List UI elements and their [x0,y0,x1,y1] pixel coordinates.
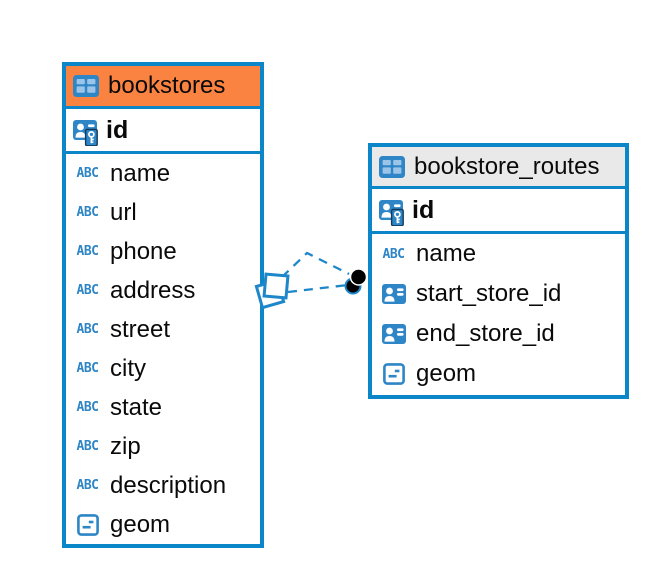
bookstores-column-url[interactable]: ABC url [66,193,260,232]
person-key-icon [73,119,98,146]
bookstores-column-zip[interactable]: ABC zip [66,427,260,466]
text-abc-icon: ABC [76,439,99,454]
bookstores-column-street[interactable]: ABC street [66,310,260,349]
table-bookstores[interactable]: bookstores id ABC name ABC url ABC phone… [62,62,264,548]
bookstores-column-list: ABC name ABC url ABC phone ABC address A… [66,154,260,544]
text-abc-icon: ABC [76,166,99,181]
routes-column-end-store-id[interactable]: end_store_id [372,314,625,354]
bookstores-column-id[interactable]: id [66,109,260,154]
column-label: name [110,159,171,187]
column-label: state [110,393,163,421]
bookstores-column-address[interactable]: ABC address [66,271,260,310]
table-icon [379,155,405,178]
bookstores-column-city[interactable]: ABC city [66,349,260,388]
bookstores-column-description[interactable]: ABC description [66,466,260,505]
bookstores-column-name[interactable]: ABC name [66,154,260,193]
text-abc-icon: ABC [76,205,99,220]
text-abc-icon: ABC [382,246,405,262]
bookstores-column-phone[interactable]: ABC phone [66,232,260,271]
text-abc-icon: ABC [76,400,99,415]
table-title: bookstore_routes [414,152,600,180]
column-label: start_store_id [416,280,562,307]
relationship-dashed-line-upper[interactable] [281,251,350,278]
text-abc-icon: ABC [76,361,99,376]
person-card-icon [379,284,408,304]
column-label: address [110,276,196,304]
text-abc-icon: ABC [76,283,99,298]
column-label: id [412,195,435,224]
column-label: name [416,240,477,267]
table-bookstore-routes-header[interactable]: bookstore_routes [372,147,625,189]
column-label: end_store_id [416,320,555,347]
routes-column-geom[interactable]: geom [372,354,625,394]
column-label: geom [416,360,477,387]
bookstores-column-geom[interactable]: geom [66,505,260,544]
text-abc-icon: ABC [76,478,99,493]
table-icon [73,75,99,97]
routes-column-name[interactable]: ABC name [372,234,625,274]
person-key-icon [379,199,404,226]
routes-column-start-store-id[interactable]: start_store_id [372,274,625,314]
table-bookstore-routes[interactable]: bookstore_routes id ABC name start_store… [368,143,629,399]
geometry-icon [379,363,408,385]
column-label: description [110,471,227,499]
table-bookstores-header[interactable]: bookstores [66,66,260,109]
bookstores-column-state[interactable]: ABC state [66,388,260,427]
column-label: street [110,315,171,343]
column-label: zip [110,432,141,460]
routes-column-id[interactable]: id [372,189,625,234]
text-abc-icon: ABC [76,244,99,259]
stacked-dots-marker[interactable] [344,268,368,295]
column-label: url [110,198,137,226]
column-label: geom [110,510,171,538]
person-card-icon [379,324,408,344]
table-title: bookstores [108,72,226,99]
column-label: city [110,354,146,382]
relationship-dashed-line-lower[interactable] [287,283,349,294]
text-abc-icon: ABC [76,322,99,337]
column-label: phone [110,237,177,265]
column-label: id [106,115,129,144]
routes-column-list: ABC name start_store_id end_store_id ge [372,234,625,394]
geometry-icon [73,513,102,536]
